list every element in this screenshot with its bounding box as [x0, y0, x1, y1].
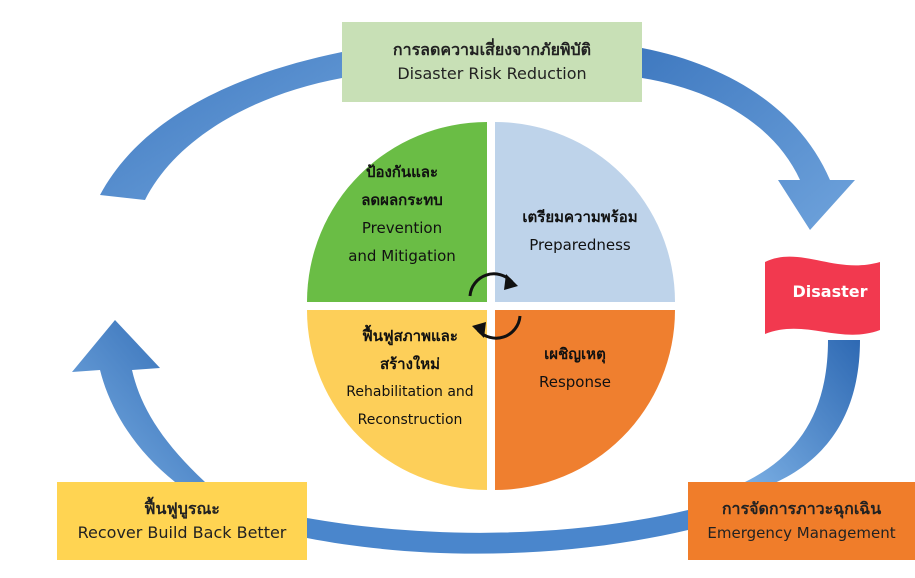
- prevention-thai-line1: ป้องกันและ: [365, 163, 439, 181]
- prevention-thai-line2: ลดผลกระทบ: [361, 191, 443, 209]
- quadrant-preparedness: [495, 122, 675, 302]
- response-label: เผชิญเหตุ Response: [505, 340, 645, 396]
- arc-right-lower: [745, 340, 860, 485]
- rehab-thai-line2: สร้างใหม่: [379, 355, 441, 373]
- drr-english-label: Disaster Risk Reduction: [397, 64, 587, 83]
- quadrant-response: [495, 310, 675, 490]
- prevention-label: ป้องกันและ ลดผลกระทบ Prevention and Miti…: [322, 158, 482, 270]
- recover-english-label: Recover Build Back Better: [77, 523, 287, 542]
- emergency-english-label: Emergency Management: [707, 524, 896, 542]
- rehabilitation-label: ฟื้นฟูสภาพและ สร้างใหม่ Rehabilitation a…: [322, 322, 498, 434]
- center-arrowhead-bottom-icon: [472, 322, 486, 338]
- arc-bottom: [307, 510, 688, 554]
- disaster-flag-label: Disaster: [792, 282, 868, 301]
- center-arrowhead-top-icon: [504, 274, 518, 290]
- preparedness-label: เตรียมความพร้อม Preparedness: [495, 203, 665, 259]
- prevention-english-line1: Prevention: [361, 219, 443, 237]
- rehab-english-line2: Reconstruction: [357, 412, 463, 428]
- rehab-english-line1: Rehabilitation and: [346, 384, 474, 400]
- rehab-thai-line1: ฟื้นฟูสภาพและ: [362, 327, 458, 345]
- quadrant-circle: [307, 122, 675, 490]
- drr-thai-label: การลดความเสี่ยงจากภัยพิบัติ: [392, 40, 592, 59]
- emergency-thai-label: การจัดการภาวะฉุกเฉิน: [721, 499, 882, 518]
- preparedness-english: Preparedness: [529, 236, 631, 254]
- arc-left-arrow: [72, 320, 205, 482]
- response-english: Response: [538, 373, 612, 391]
- disaster-flag-icon: [765, 256, 880, 335]
- recover-thai-label: ฟื้นฟูบูรณะ: [144, 499, 220, 518]
- recover-box: ฟื้นฟูบูรณะ Recover Build Back Better: [57, 482, 307, 560]
- emergency-management-box: การจัดการภาวะฉุกเฉิน Emergency Managemen…: [688, 482, 915, 560]
- quadrant-rehabilitation: [307, 310, 487, 490]
- arc-top-left: [100, 52, 342, 200]
- quadrant-prevention: [307, 122, 487, 302]
- preparedness-thai: เตรียมความพร้อม: [522, 208, 638, 226]
- disaster-risk-reduction-box: การลดความเสี่ยงจากภัยพิบัติ Disaster Ris…: [342, 22, 642, 102]
- prevention-english-line2: and Mitigation: [348, 247, 456, 265]
- arc-top-right: [642, 48, 855, 230]
- response-thai: เผชิญเหตุ: [544, 345, 606, 363]
